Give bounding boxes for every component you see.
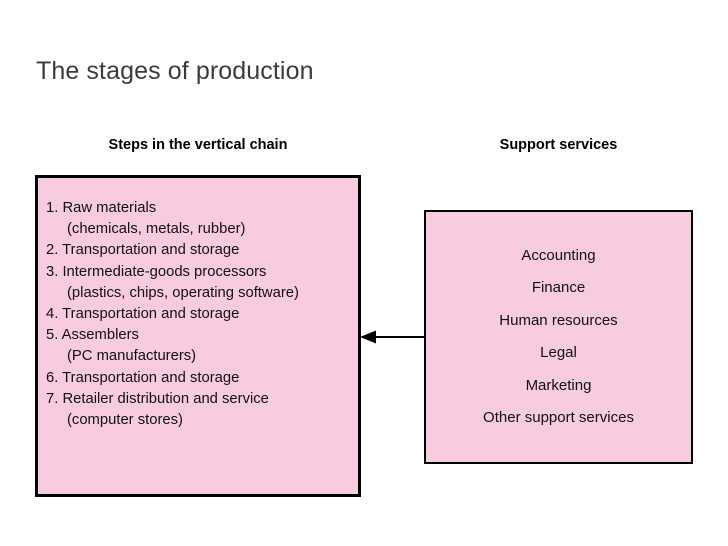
page-title: The stages of production (36, 57, 314, 85)
vertical-chain-item: 1. Raw materials (46, 200, 157, 216)
support-service-item: Other support services (483, 409, 634, 426)
column-header-support-services: Support services (499, 137, 618, 153)
vertical-chain-item: (plastics, chips, operating software) (67, 284, 299, 301)
vertical-chain-item: 7. Retailer distribution and service (46, 390, 269, 407)
vertical-chain-item: 4. Transportation and storage (46, 306, 240, 323)
left-arrow-icon (360, 330, 424, 344)
support-service-item: Accounting (521, 246, 596, 264)
vertical-chain-list: 1. Raw materials (chemicals, metals, rubb… (46, 198, 354, 431)
vertical-chain-item: (computer stores) (67, 412, 183, 429)
support-service-item: Human resources (499, 311, 618, 329)
column-header-vertical-chain: Steps in the vertical chain (108, 137, 288, 153)
vertical-chain-item: 3. Intermediate-goods processors (46, 263, 267, 280)
support-service-item: Finance (531, 279, 586, 296)
vertical-chain-item: 5. Assemblers (46, 327, 139, 344)
vertical-chain-item: (PC manufacturers) (67, 348, 197, 365)
vertical-chain-item: 2. Transportation and storage (46, 242, 240, 259)
vertical-chain-box: 1. Raw materials (chemicals, metals, rubb… (35, 175, 361, 497)
support-service-item: Marketing (525, 376, 592, 394)
vertical-chain-item: (chemicals, metals, rubber) (67, 221, 246, 238)
support-service-item: Legal (540, 344, 577, 361)
vertical-chain-item: 6. Transportation and storage (46, 369, 240, 386)
